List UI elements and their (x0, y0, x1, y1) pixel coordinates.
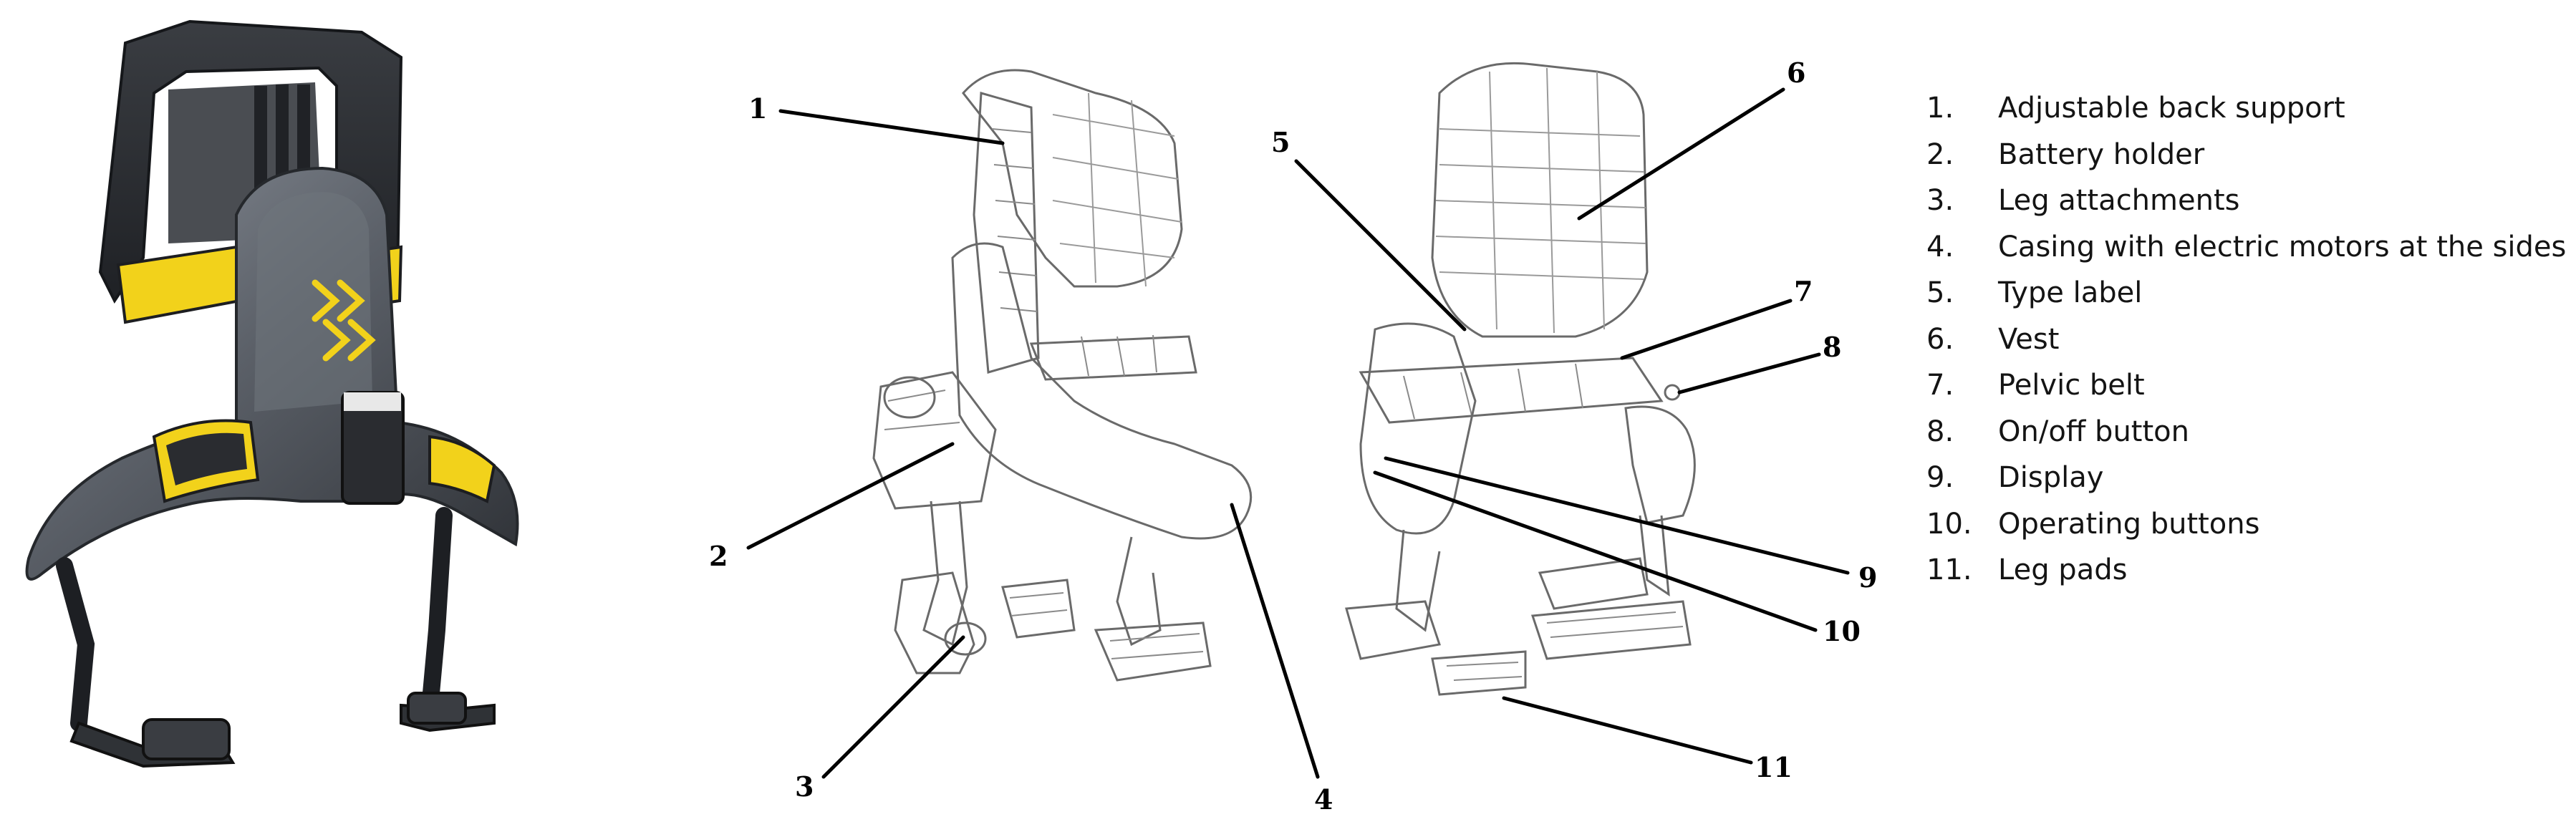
legend-item: 7. Pelvic belt (1926, 369, 2557, 415)
legend-number: 1. (1926, 92, 1954, 125)
legend-number: 9. (1926, 461, 1954, 494)
legend-number: 6. (1926, 322, 1954, 356)
callout-4: 4 (1314, 783, 1333, 816)
callout-8: 8 (1823, 331, 1841, 363)
leg-ring-1 (944, 621, 987, 656)
body-casing-1 (951, 242, 1253, 540)
legend-label: Casing with electric motors at the sides (1998, 230, 2567, 263)
leg-cuff-4 (1345, 600, 1441, 660)
leg-pad-11 (1431, 650, 1527, 696)
leader-10 (1373, 470, 1818, 632)
leg-strut-1 (922, 500, 968, 647)
legend-item: 3. Leg attachments (1926, 184, 2557, 231)
callout-6: 6 (1787, 57, 1805, 89)
body-casing-2 (1359, 322, 1477, 535)
legend-label: Operating buttons (1998, 507, 2260, 541)
side-pad-left-inner (166, 432, 247, 485)
legend-item: 11. Leg pads (1926, 553, 2557, 600)
callout-11: 11 (1755, 751, 1793, 783)
legend-item: 2. Battery holder (1926, 138, 2557, 185)
callout-7: 7 (1794, 275, 1813, 307)
leader-6 (1577, 87, 1785, 221)
legend-label: Battery holder (1998, 137, 2205, 171)
leg-strut-2 (1116, 536, 1162, 647)
callout-3: 3 (795, 770, 814, 803)
chevron-x-logo-icon (312, 279, 376, 362)
leg-strut-3 (1395, 529, 1441, 632)
hip-joint-1 (883, 376, 936, 419)
leg-strut-4 (1639, 515, 1670, 596)
vest-slot-left (254, 86, 267, 200)
leg-cuff-5 (1538, 557, 1649, 610)
legend-number: 7. (1926, 369, 1954, 402)
legend-label: Vest (1998, 322, 2060, 356)
leg-cuff-2 (1001, 579, 1076, 639)
legend-number: 10. (1926, 507, 1972, 541)
leg-cuff-left (142, 718, 231, 760)
legend-label: Type label (1998, 276, 2143, 309)
leader-3 (821, 635, 965, 779)
legend-item: 10. Operating buttons (1926, 508, 2557, 554)
legend-item: 1. Adjustable back support (1926, 92, 2557, 138)
belt-1 (1029, 335, 1197, 381)
callout-2: 2 (709, 540, 728, 572)
legend-label: Display (1998, 461, 2104, 494)
leg-cuff-right (407, 692, 467, 725)
on-off-button-2 (1664, 384, 1681, 401)
legend-number: 2. (1926, 137, 1954, 171)
leader-4 (1230, 503, 1320, 779)
body-highlight (254, 192, 372, 412)
line-drawing-side-view (872, 69, 1253, 682)
battery-top (344, 392, 401, 411)
battery-holder-1 (872, 371, 997, 510)
leader-5 (1294, 159, 1467, 332)
legend-number: 4. (1926, 230, 1954, 263)
vest-outline-1 (962, 69, 1183, 288)
callout-1: 1 (748, 92, 767, 125)
legend-label: Adjustable back support (1998, 92, 2345, 125)
vest-slot-mid (276, 84, 289, 199)
legend-label: On/off button (1998, 415, 2189, 448)
legend-number: 11. (1926, 553, 1972, 586)
pelvic-belt-2 (1359, 357, 1664, 424)
legend-item: 4. Casing with electric motors at the si… (1926, 230, 2566, 277)
legend-label: Leg attachments (1998, 184, 2240, 217)
parts-legend: 1. Adjustable back support 2. Battery ho… (1926, 92, 2566, 600)
leg-cuff-3 (1094, 621, 1212, 682)
callout-5: 5 (1271, 126, 1290, 158)
exoskeleton-photo (25, 19, 519, 768)
legend-number: 5. (1926, 276, 1954, 309)
back-support-1 (973, 92, 1040, 374)
legend-label: Leg pads (1998, 553, 2128, 586)
leg-pad-5 (1530, 600, 1692, 660)
legend-item: 5. Type label (1926, 276, 2557, 323)
legend-item: 8. On/off button (1926, 415, 2557, 462)
callout-lines (746, 87, 1850, 779)
legend-item: 9. Display (1926, 461, 2557, 508)
legend-label: Pelvic belt (1998, 369, 2145, 402)
vest-outline-2 (1431, 62, 1649, 338)
legend-number: 3. (1926, 184, 1954, 217)
leader-1 (778, 109, 1005, 145)
legend-number: 8. (1926, 415, 1954, 448)
leader-2 (746, 442, 955, 550)
leader-8 (1677, 352, 1821, 395)
leader-9 (1384, 456, 1850, 575)
legend-item: 6. Vest (1926, 323, 2557, 369)
leg-strut-right (421, 507, 453, 717)
leg-cuff-1 (894, 571, 975, 674)
leader-7 (1620, 299, 1793, 360)
side-pad-right (428, 435, 496, 503)
leader-11 (1502, 696, 1753, 765)
line-drawing-front-view (1345, 62, 1696, 696)
motor-housing-2 (1624, 405, 1696, 524)
callout-9: 9 (1858, 561, 1877, 594)
callout-10: 10 (1823, 615, 1861, 647)
leg-strut-left (56, 557, 95, 732)
callout-numbers: 1 2 3 4 5 6 7 8 9 10 11 (709, 57, 1877, 816)
